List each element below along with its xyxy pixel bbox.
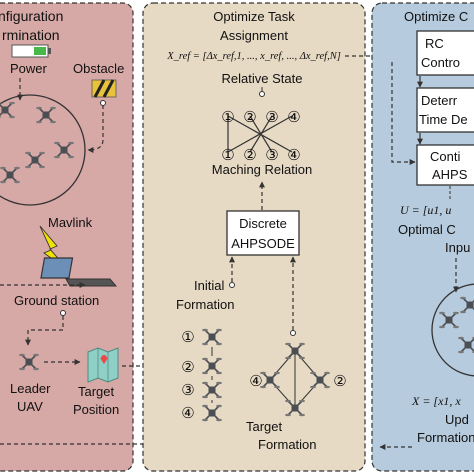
top-node: ③ [265,109,278,126]
obstacle-icon [91,79,117,98]
discrete-label-line2: AHPSODE [231,236,295,251]
matching-edges [227,115,293,153]
discrete-label-line1: Discrete [239,216,287,231]
target-position-label-line2: Position [73,402,119,417]
left-title-line1: nfiguration [0,8,63,24]
target-formation-label-line2: Formation [258,437,317,452]
relative-state-label: Relative State [222,71,303,86]
target-formation-label-line1: Target [246,419,283,434]
initial-node: ① [181,329,194,346]
continuous-ahps-box [416,144,474,186]
bottom-node: ④ [287,147,300,164]
xref-formula: X_ref = [Δx_ref,1, ..., x_ref, ..., Δx_r… [166,51,341,62]
power-label: Power [10,61,48,76]
bottom-node: ③ [265,147,278,164]
optimal-control-label-line1: Optimal C [398,222,456,237]
x-formula: X = [x1, x [411,394,461,408]
update-formation-label-line1: Upd [445,412,469,427]
leader-label-line2: UAV [17,399,43,414]
time-delay-box [416,87,474,133]
initial-node: ④ [181,405,194,422]
swarm-circle [0,94,86,206]
laptop-icon [40,257,118,287]
bottom-nodes: ① ② ③ ④ [221,147,300,164]
loop-into-continuous-arrow [391,62,416,165]
middle-title-line2: Assignment [220,28,288,43]
update-formation-label-line2: Formation [417,430,474,445]
discrete-ahpsode-box [226,210,300,256]
right-swarm-circle [431,283,474,377]
top-node: ④ [287,109,300,126]
target-node: ② [333,373,346,390]
continuous-label-line1: Conti [430,149,460,164]
target-position-label-line1: Target [78,384,115,399]
map-icon [87,347,119,383]
gs-to-leader-arrow [25,316,64,346]
bottom-node: ① [221,147,234,164]
optimal-control-label-line2: Inpu [445,240,470,255]
time-delay-label-line1: Deterr [421,93,458,108]
top-node: ① [221,109,234,126]
initial-formation-label-line2: Formation [176,297,235,312]
rc-control-box [416,30,474,76]
middle-title-line1: Optimize Task [213,9,295,24]
mavlink-label: Mavlink [48,215,93,230]
u-formula: U = [u1, u [400,203,451,217]
bottom-node: ② [243,147,256,164]
rc-control-label-line1: RC [425,36,444,51]
left-title-line2: rmination [2,27,60,43]
initial-formation: ① ② ③ ④ [181,327,223,423]
target-formation: ④ ② [249,341,347,418]
top-node: ② [243,109,256,126]
leader-label-line1: Leader [10,381,51,396]
rc-control-label-line2: Contro [421,55,460,70]
initial-formation-label-line1: Initial [194,278,224,293]
continuous-label-line2: AHPS [432,167,468,182]
ground-station-label: Ground station [14,293,99,308]
matching-relation-label: Maching Relation [212,162,312,177]
battery-icon [11,44,51,58]
obstacle-arrow [87,105,104,153]
top-nodes: ① ② ③ ④ [221,109,300,126]
right-title: Optimize C [404,9,468,24]
obstacle-label: Obstacle [73,61,124,76]
target-node: ④ [249,373,262,390]
initial-node: ③ [181,382,194,399]
initial-node: ② [181,359,194,376]
time-delay-label-line2: Time De [419,112,468,127]
